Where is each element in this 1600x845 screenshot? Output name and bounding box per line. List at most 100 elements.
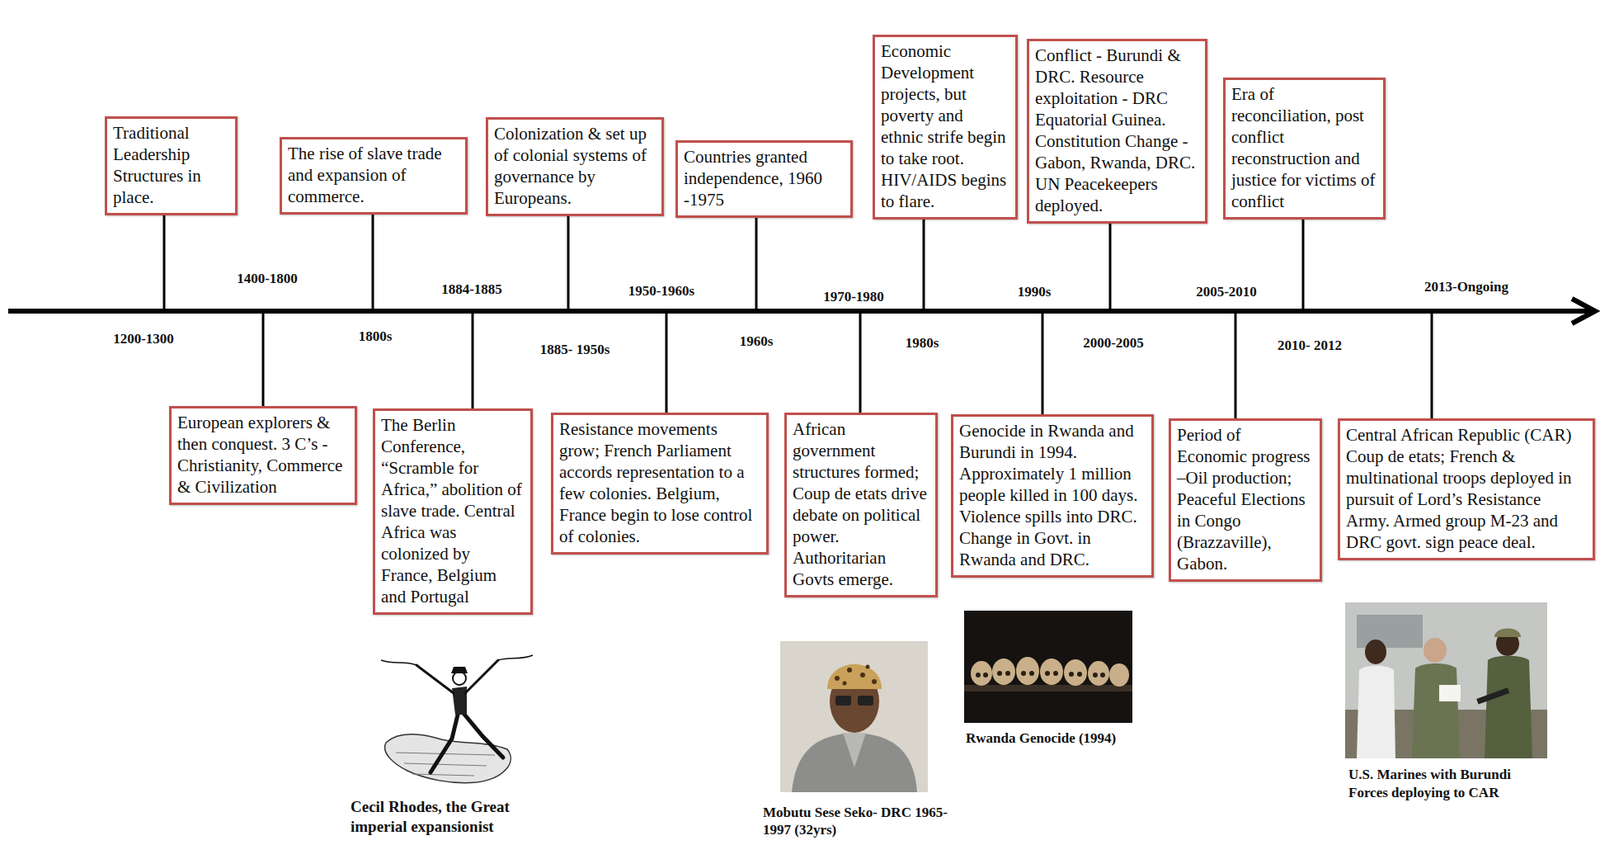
event-box: The Berlin Conference, “Scramble for Afr… bbox=[372, 408, 533, 615]
event-text: Resistance movements grow; French Parlia… bbox=[559, 418, 761, 547]
event-text: Colonization & set up of colonial system… bbox=[494, 122, 656, 209]
tick-line bbox=[1302, 219, 1305, 310]
photo-suit bbox=[791, 732, 918, 792]
image-caption: U.S. Marines with Burundi Forces deployi… bbox=[1348, 765, 1551, 802]
timeline-axis bbox=[8, 308, 1592, 314]
tick-line bbox=[859, 312, 862, 413]
event-box: Resistance movements grow; French Parlia… bbox=[550, 412, 769, 555]
date-label: 1990s bbox=[1017, 283, 1052, 301]
eye-socket bbox=[1005, 670, 1011, 676]
event-text: Economic Development projects, but pover… bbox=[880, 40, 1010, 212]
eye-socket bbox=[1068, 671, 1074, 677]
event-text: Genocide in Rwanda and Burundi in 1994. … bbox=[959, 419, 1146, 570]
eye-socket bbox=[1100, 672, 1106, 678]
date-label: 1884-1885 bbox=[441, 281, 503, 298]
photo-ground bbox=[780, 640, 928, 792]
event-text: Central African Republic (CAR) Coup de e… bbox=[1345, 423, 1587, 553]
telegraph-wire bbox=[381, 654, 533, 665]
eye-socket bbox=[997, 670, 1003, 676]
rifle bbox=[1476, 687, 1510, 704]
tick-line bbox=[1430, 312, 1434, 419]
tick-line bbox=[1234, 312, 1238, 419]
date-label: 2013-Ongoing bbox=[1424, 278, 1509, 296]
photo-collar bbox=[842, 732, 866, 768]
photo-building bbox=[1356, 614, 1423, 648]
date-label: 2005-2010 bbox=[1195, 283, 1257, 301]
event-box: Period of Economic progress –Oil product… bbox=[1168, 418, 1323, 582]
photo-shelf bbox=[964, 684, 1133, 692]
event-box: African government structures formed; Co… bbox=[784, 412, 938, 598]
person-uniform bbox=[1411, 663, 1460, 758]
hat-spot bbox=[834, 675, 840, 681]
tick-line bbox=[163, 215, 166, 310]
skull bbox=[970, 660, 993, 686]
tick-line bbox=[755, 217, 758, 310]
skull bbox=[1016, 656, 1040, 685]
photo-ground bbox=[1345, 602, 1548, 758]
date-label: 1970-1980 bbox=[823, 288, 885, 306]
event-text: Era of reconciliation, post conflict rec… bbox=[1231, 83, 1378, 212]
cartoon-hat bbox=[451, 666, 468, 673]
person-head bbox=[1364, 639, 1387, 664]
event-text: Countries granted independence, 1960 -19… bbox=[683, 145, 845, 211]
event-box: Traditional Leadership Structures in pla… bbox=[104, 116, 238, 216]
image-caption: Mobutu Sese Seko- DRC 1965- 1997 (32yrs) bbox=[762, 803, 957, 838]
photo-glasses bbox=[835, 695, 852, 706]
event-text: Conflict - Burundi & DRC. Resource explo… bbox=[1035, 44, 1200, 217]
event-box: Genocide in Rwanda and Burundi in 1994. … bbox=[950, 414, 1154, 578]
eye-socket bbox=[1029, 670, 1035, 676]
cartoon-leg bbox=[430, 710, 459, 772]
eye-socket bbox=[1053, 670, 1059, 676]
person-head bbox=[1423, 637, 1447, 663]
event-box: Conflict - Burundi & DRC. Resource explo… bbox=[1026, 38, 1208, 224]
tick-line bbox=[262, 312, 265, 406]
event-box: The rise of slave trade and expansion of… bbox=[279, 136, 468, 215]
cartoon-hatching bbox=[395, 752, 495, 776]
event-box: Economic Development projects, but pover… bbox=[872, 34, 1018, 220]
skull bbox=[1109, 663, 1130, 687]
eye-socket bbox=[983, 672, 989, 678]
hat-spot bbox=[871, 678, 877, 684]
photo-glasses bbox=[857, 695, 874, 706]
skull bbox=[1040, 658, 1064, 685]
hat-spots bbox=[834, 664, 877, 686]
tick-line bbox=[665, 312, 669, 413]
hat-spot bbox=[860, 672, 866, 678]
tick-line bbox=[471, 312, 475, 409]
hat-spot bbox=[865, 664, 871, 669]
tick-line bbox=[1109, 223, 1112, 310]
tick-line bbox=[922, 219, 926, 310]
event-text: Traditional Leadership Structures in pla… bbox=[112, 122, 230, 208]
event-box: Countries granted independence, 1960 -19… bbox=[675, 140, 853, 218]
person-shirt bbox=[1356, 665, 1396, 758]
rhodes-cartoon bbox=[375, 648, 537, 786]
cartoon-arm bbox=[416, 659, 499, 693]
date-label: 1200-1300 bbox=[112, 330, 175, 348]
date-label: 2000-2005 bbox=[1082, 334, 1144, 352]
tick-line bbox=[1041, 312, 1045, 415]
eye-socket bbox=[1021, 670, 1026, 676]
clipboard bbox=[1439, 684, 1461, 702]
skulls-photo bbox=[964, 610, 1133, 723]
image-caption: Rwanda Genocide (1994) bbox=[965, 729, 1164, 747]
event-text: African government structures formed; Co… bbox=[792, 418, 930, 590]
eye-socket bbox=[1044, 670, 1050, 676]
event-text: Period of Economic progress –Oil product… bbox=[1176, 423, 1314, 575]
eye-socket bbox=[1092, 672, 1098, 678]
cartoon-ground bbox=[375, 648, 537, 786]
leopard-hat bbox=[827, 663, 882, 689]
event-text: European explorers & then conquest. 3 C’… bbox=[177, 411, 349, 498]
skull-row bbox=[970, 656, 1130, 687]
image-caption: Cecil Rhodes, the Great imperial expansi… bbox=[350, 796, 561, 837]
event-text: The Berlin Conference, “Scramble for Afr… bbox=[381, 414, 525, 608]
event-box: Era of reconciliation, post conflict rec… bbox=[1223, 77, 1386, 220]
date-label: 1960s bbox=[739, 333, 774, 350]
date-label: 1980s bbox=[905, 334, 940, 352]
event-box: Colonization & set up of colonial system… bbox=[485, 117, 664, 217]
hat-spot bbox=[842, 681, 848, 686]
hat-spot bbox=[847, 667, 852, 673]
person-helmet bbox=[1494, 628, 1521, 638]
mobutu-photo bbox=[780, 640, 928, 792]
date-label: 1950-1960s bbox=[628, 282, 695, 300]
marines-photo bbox=[1345, 602, 1548, 758]
